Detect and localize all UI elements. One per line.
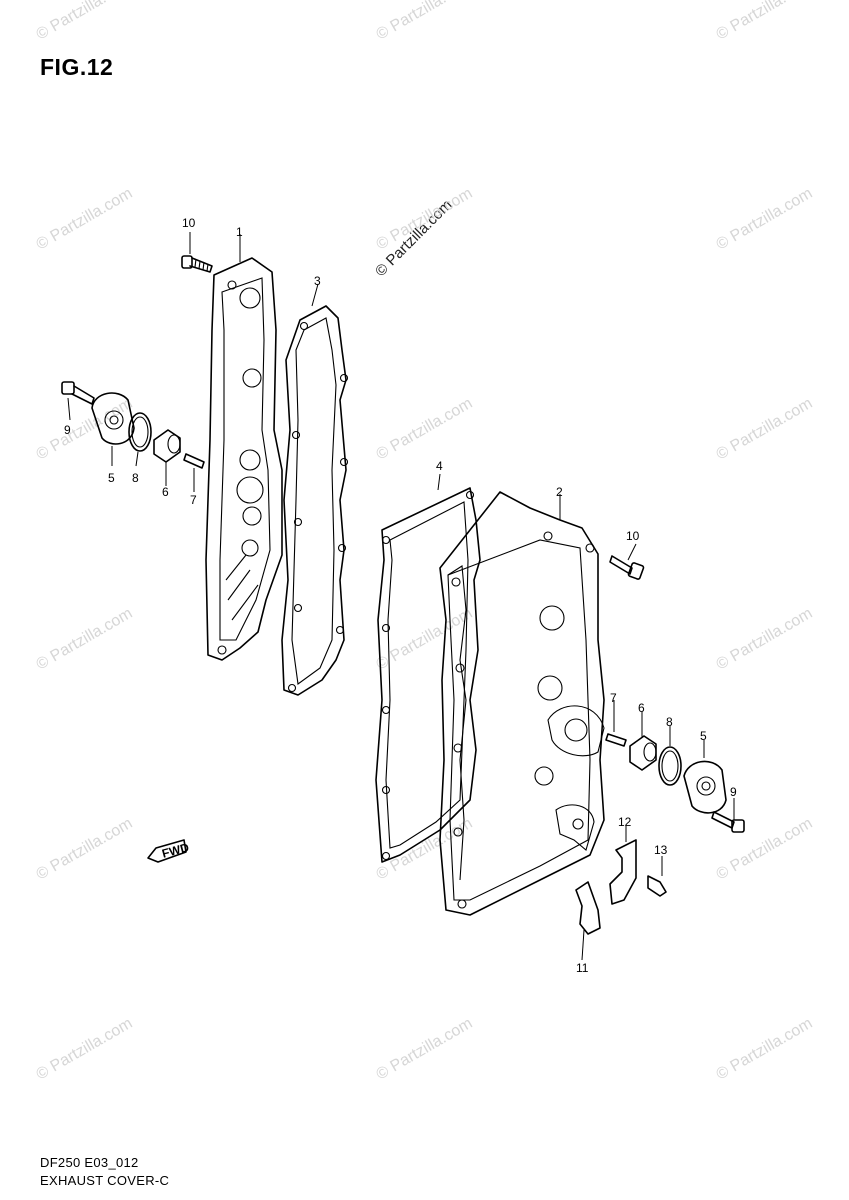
part-13-screw[interactable]	[647, 875, 667, 897]
part-12-bracket[interactable]	[609, 839, 637, 905]
part-7-screw-left[interactable]	[183, 453, 205, 469]
part-7-screw-right[interactable]	[605, 733, 627, 747]
watermark-text: © Partzilla.com	[714, 395, 816, 464]
callout-6-right: 6	[638, 701, 645, 715]
watermark-layer: © Partzilla.com © Partzilla.com © Partzill…	[34, 0, 816, 1083]
callout-6-left: 6	[162, 485, 169, 499]
callout-8-left: 8	[132, 471, 139, 485]
callout-10-left: 10	[182, 216, 196, 230]
fwd-label: FWD	[160, 840, 190, 861]
callout-5-right: 5	[700, 729, 707, 743]
figure-name: EXHAUST COVER-C	[40, 1173, 170, 1188]
watermark-text: © Partzilla.com	[34, 0, 136, 43]
callout-1: 1	[236, 225, 243, 239]
watermark-text: © Partzilla.com	[34, 185, 136, 254]
callout-10-right: 10	[626, 529, 640, 543]
watermark-text: © Partzilla.com	[374, 395, 476, 464]
watermark-text: © Partzilla.com	[714, 605, 816, 674]
part-11-clip[interactable]	[575, 881, 601, 935]
watermark-text: © Partzilla.com	[34, 605, 136, 674]
callout-4: 4	[436, 459, 443, 473]
watermark-text: © Partzilla.com	[34, 395, 136, 464]
watermark-text: © Partzilla.com	[374, 1015, 476, 1084]
part-9-bolt-right[interactable]	[711, 811, 745, 833]
watermark-text: © Partzilla.com	[714, 1015, 816, 1084]
callout-13: 13	[654, 843, 668, 857]
watermark-text: © Partzilla.com	[34, 815, 136, 884]
part-9-bolt-left[interactable]	[61, 381, 95, 405]
callout-8-right: 8	[666, 715, 673, 729]
part-2-exhaust-cover-right[interactable]	[439, 491, 605, 916]
watermark-text: © Partzilla.com	[714, 815, 816, 884]
callout-9-left: 9	[64, 423, 71, 437]
forward-direction-arrow: FWD	[147, 839, 191, 863]
callout-7-left: 7	[190, 493, 197, 507]
watermark-text: © Partzilla.com	[34, 1015, 136, 1084]
callout-9-right: 9	[730, 785, 737, 799]
callout-3: 3	[314, 274, 321, 288]
callout-11: 11	[576, 961, 589, 975]
callout-2: 2	[556, 485, 563, 499]
callout-labels: 10 1 3 9 5 8 6 7 4 2 10 7 6 8 5 9 12 13 …	[64, 216, 737, 975]
part-3-gasket-left[interactable]	[281, 305, 349, 696]
part-8-o-ring-left[interactable]	[128, 412, 152, 452]
callout-5-left: 5	[108, 471, 115, 485]
part-1-exhaust-cover-left[interactable]	[205, 257, 283, 661]
part-5-cap-right[interactable]	[683, 760, 727, 814]
part-4-gasket-right[interactable]	[375, 487, 481, 863]
callout-12: 12	[618, 815, 632, 829]
part-8-o-ring-right[interactable]	[658, 746, 682, 786]
part-6-collar-right[interactable]	[629, 735, 657, 771]
watermark-text: © Partzilla.com	[374, 185, 476, 254]
watermark-text: © Partzilla.com	[374, 0, 476, 43]
callout-7-right: 7	[610, 691, 617, 705]
figure-title: FIG.12	[40, 54, 114, 80]
watermark-text: © Partzilla.com	[714, 0, 816, 43]
part-5-cap-left[interactable]	[91, 392, 135, 445]
part-10-bolt-upper-left[interactable]	[181, 255, 213, 273]
figure-code: DF250 E03_012	[40, 1155, 139, 1170]
part-10-bolt-right[interactable]	[609, 555, 645, 580]
watermark-text: © Partzilla.com	[714, 185, 816, 254]
part-6-collar-left[interactable]	[153, 429, 181, 463]
callout-leaders	[67, 232, 735, 961]
